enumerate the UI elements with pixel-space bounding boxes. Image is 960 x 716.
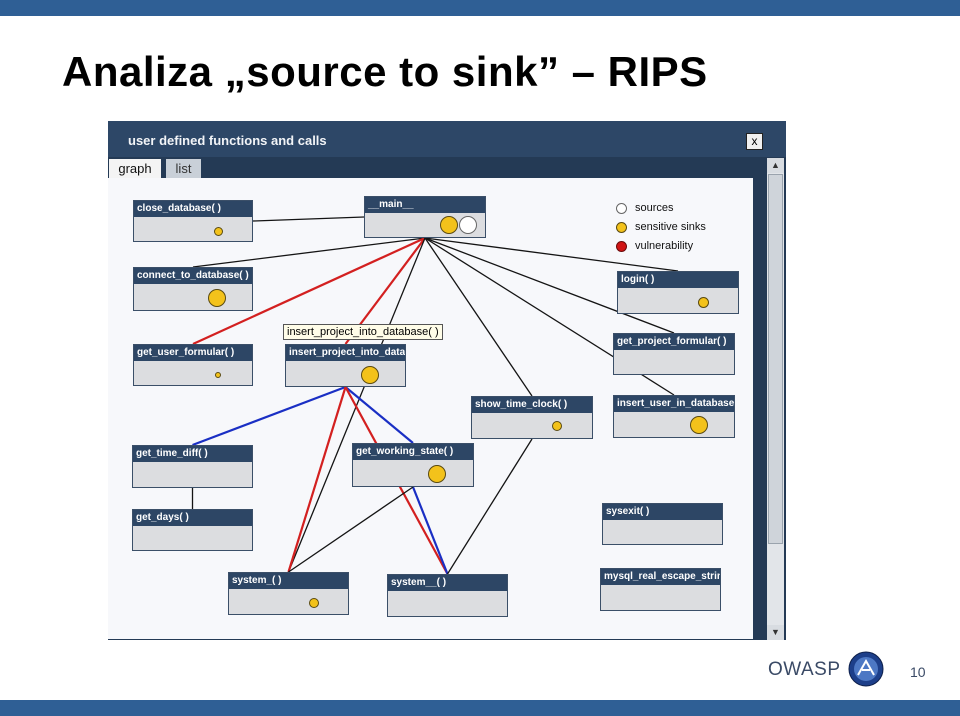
scroll-down-icon[interactable]: ▼ [767,625,784,640]
call-edge-main-close_database [252,216,365,222]
vulnerability-marker-icon [616,240,627,252]
vertical-scrollbar[interactable]: ▲ ▼ [767,158,784,640]
call-edge-main-system_a [287,237,426,573]
scroll-up-icon[interactable]: ▲ [767,158,784,173]
rips-window: user defined functions and calls x graph… [108,121,786,640]
function-name: system__( ) [388,575,507,591]
function-node[interactable]: close_database( ) [133,200,253,242]
function-name: close_database( ) [134,201,252,217]
legend-vulnerability: vulnerability [616,240,693,252]
function-name: get_working_state( ) [353,444,473,460]
bottom-banner [0,700,960,716]
sink-marker-icon [698,297,709,308]
close-button[interactable]: x [746,133,763,150]
call-edge-show_time_clock-system_b [446,438,533,575]
function-node[interactable]: get_project_formular( ) [613,333,735,375]
function-node[interactable]: system__( ) [387,574,508,617]
legend-label: vulnerability [635,240,694,252]
call-edge-main-connect_to_database [192,237,426,268]
top-banner [0,0,960,16]
window-titlebar: user defined functions and calls x [108,121,786,157]
function-name: mysql_real_escape_string( ) [601,569,720,585]
function-node[interactable]: login( ) [617,271,739,314]
function-node[interactable]: insert_user_in_database( ) [613,395,735,438]
function-node[interactable]: connect_to_database( ) [133,267,253,311]
function-node[interactable]: insert_project_into_database( ) [285,344,406,387]
call-graph-canvas: sources sensitive sinks vulnerability cl… [108,178,753,639]
sink-marker-icon [690,416,708,434]
sink-marker-icon [552,421,562,431]
call-edge-insert_project_into_database-get_time_diff [192,385,346,447]
function-node[interactable]: show_time_clock( ) [471,396,593,439]
call-edge-get_working_state-system_a [288,486,414,573]
node-tooltip: insert_project_into_database( ) [283,324,443,340]
function-name: system_( ) [229,573,348,589]
function-name: insert_project_into_database( ) [286,345,405,361]
function-name: __main__ [365,197,485,213]
function-node[interactable]: get_time_diff( ) [132,445,253,488]
function-name: get_days( ) [133,510,252,526]
function-node[interactable]: sysexit( ) [602,503,723,545]
call-edge-insert_project_into_database-get_working_state [344,386,414,444]
scrollbar-thumb[interactable] [768,174,783,544]
sink-marker-icon [616,221,627,233]
function-name: show_time_clock( ) [472,397,592,413]
page-number: 10 [910,664,926,680]
tab-graph[interactable]: graph [109,159,161,178]
call-edge-get_working_state-system_b [411,486,449,575]
legend-sensitive-sinks: sensitive sinks [616,221,706,233]
function-name: get_project_formular( ) [614,334,734,350]
owasp-logo-icon [848,651,884,687]
function-node[interactable]: get_working_state( ) [352,443,474,487]
call-edge-main-show_time_clock [424,237,533,397]
sink-marker-icon [361,366,379,384]
function-name: get_time_diff( ) [133,446,252,462]
sink-marker-icon [214,227,223,236]
call-edge-insert_project_into_database-system_a [287,386,347,573]
call-edge-main-get_project_formular [424,237,675,334]
sink-marker-icon [428,465,446,483]
function-node[interactable]: __main__ [364,196,486,238]
function-node[interactable]: get_days( ) [132,509,253,551]
sink-marker-icon [309,598,319,608]
tab-list[interactable]: list [166,159,201,178]
source-marker-icon [459,216,477,234]
sink-marker-icon [215,372,221,378]
legend-label: sensitive sinks [635,221,706,233]
legend-label: sources [635,202,674,214]
function-name: connect_to_database( ) [134,268,252,284]
function-node[interactable]: mysql_real_escape_string( ) [600,568,721,611]
function-name: sysexit( ) [603,504,722,520]
function-node[interactable]: system_( ) [228,572,349,615]
function-name: login( ) [618,272,738,288]
call-edge-main-get_user_formular [192,236,426,346]
window-title: user defined functions and calls [128,133,327,148]
function-name: get_user_formular( ) [134,345,252,361]
owasp-brand: OWASP [768,659,841,680]
source-marker-icon [616,202,627,214]
function-node[interactable]: get_user_formular( ) [133,344,253,386]
sink-marker-icon [208,289,226,307]
legend-sources: sources [616,202,674,214]
sink-marker-icon [440,216,458,234]
slide-title: Analiza „source to sink” – RIPS [62,48,708,95]
call-edge-main-login [424,237,679,272]
function-name: insert_user_in_database( ) [614,396,734,412]
